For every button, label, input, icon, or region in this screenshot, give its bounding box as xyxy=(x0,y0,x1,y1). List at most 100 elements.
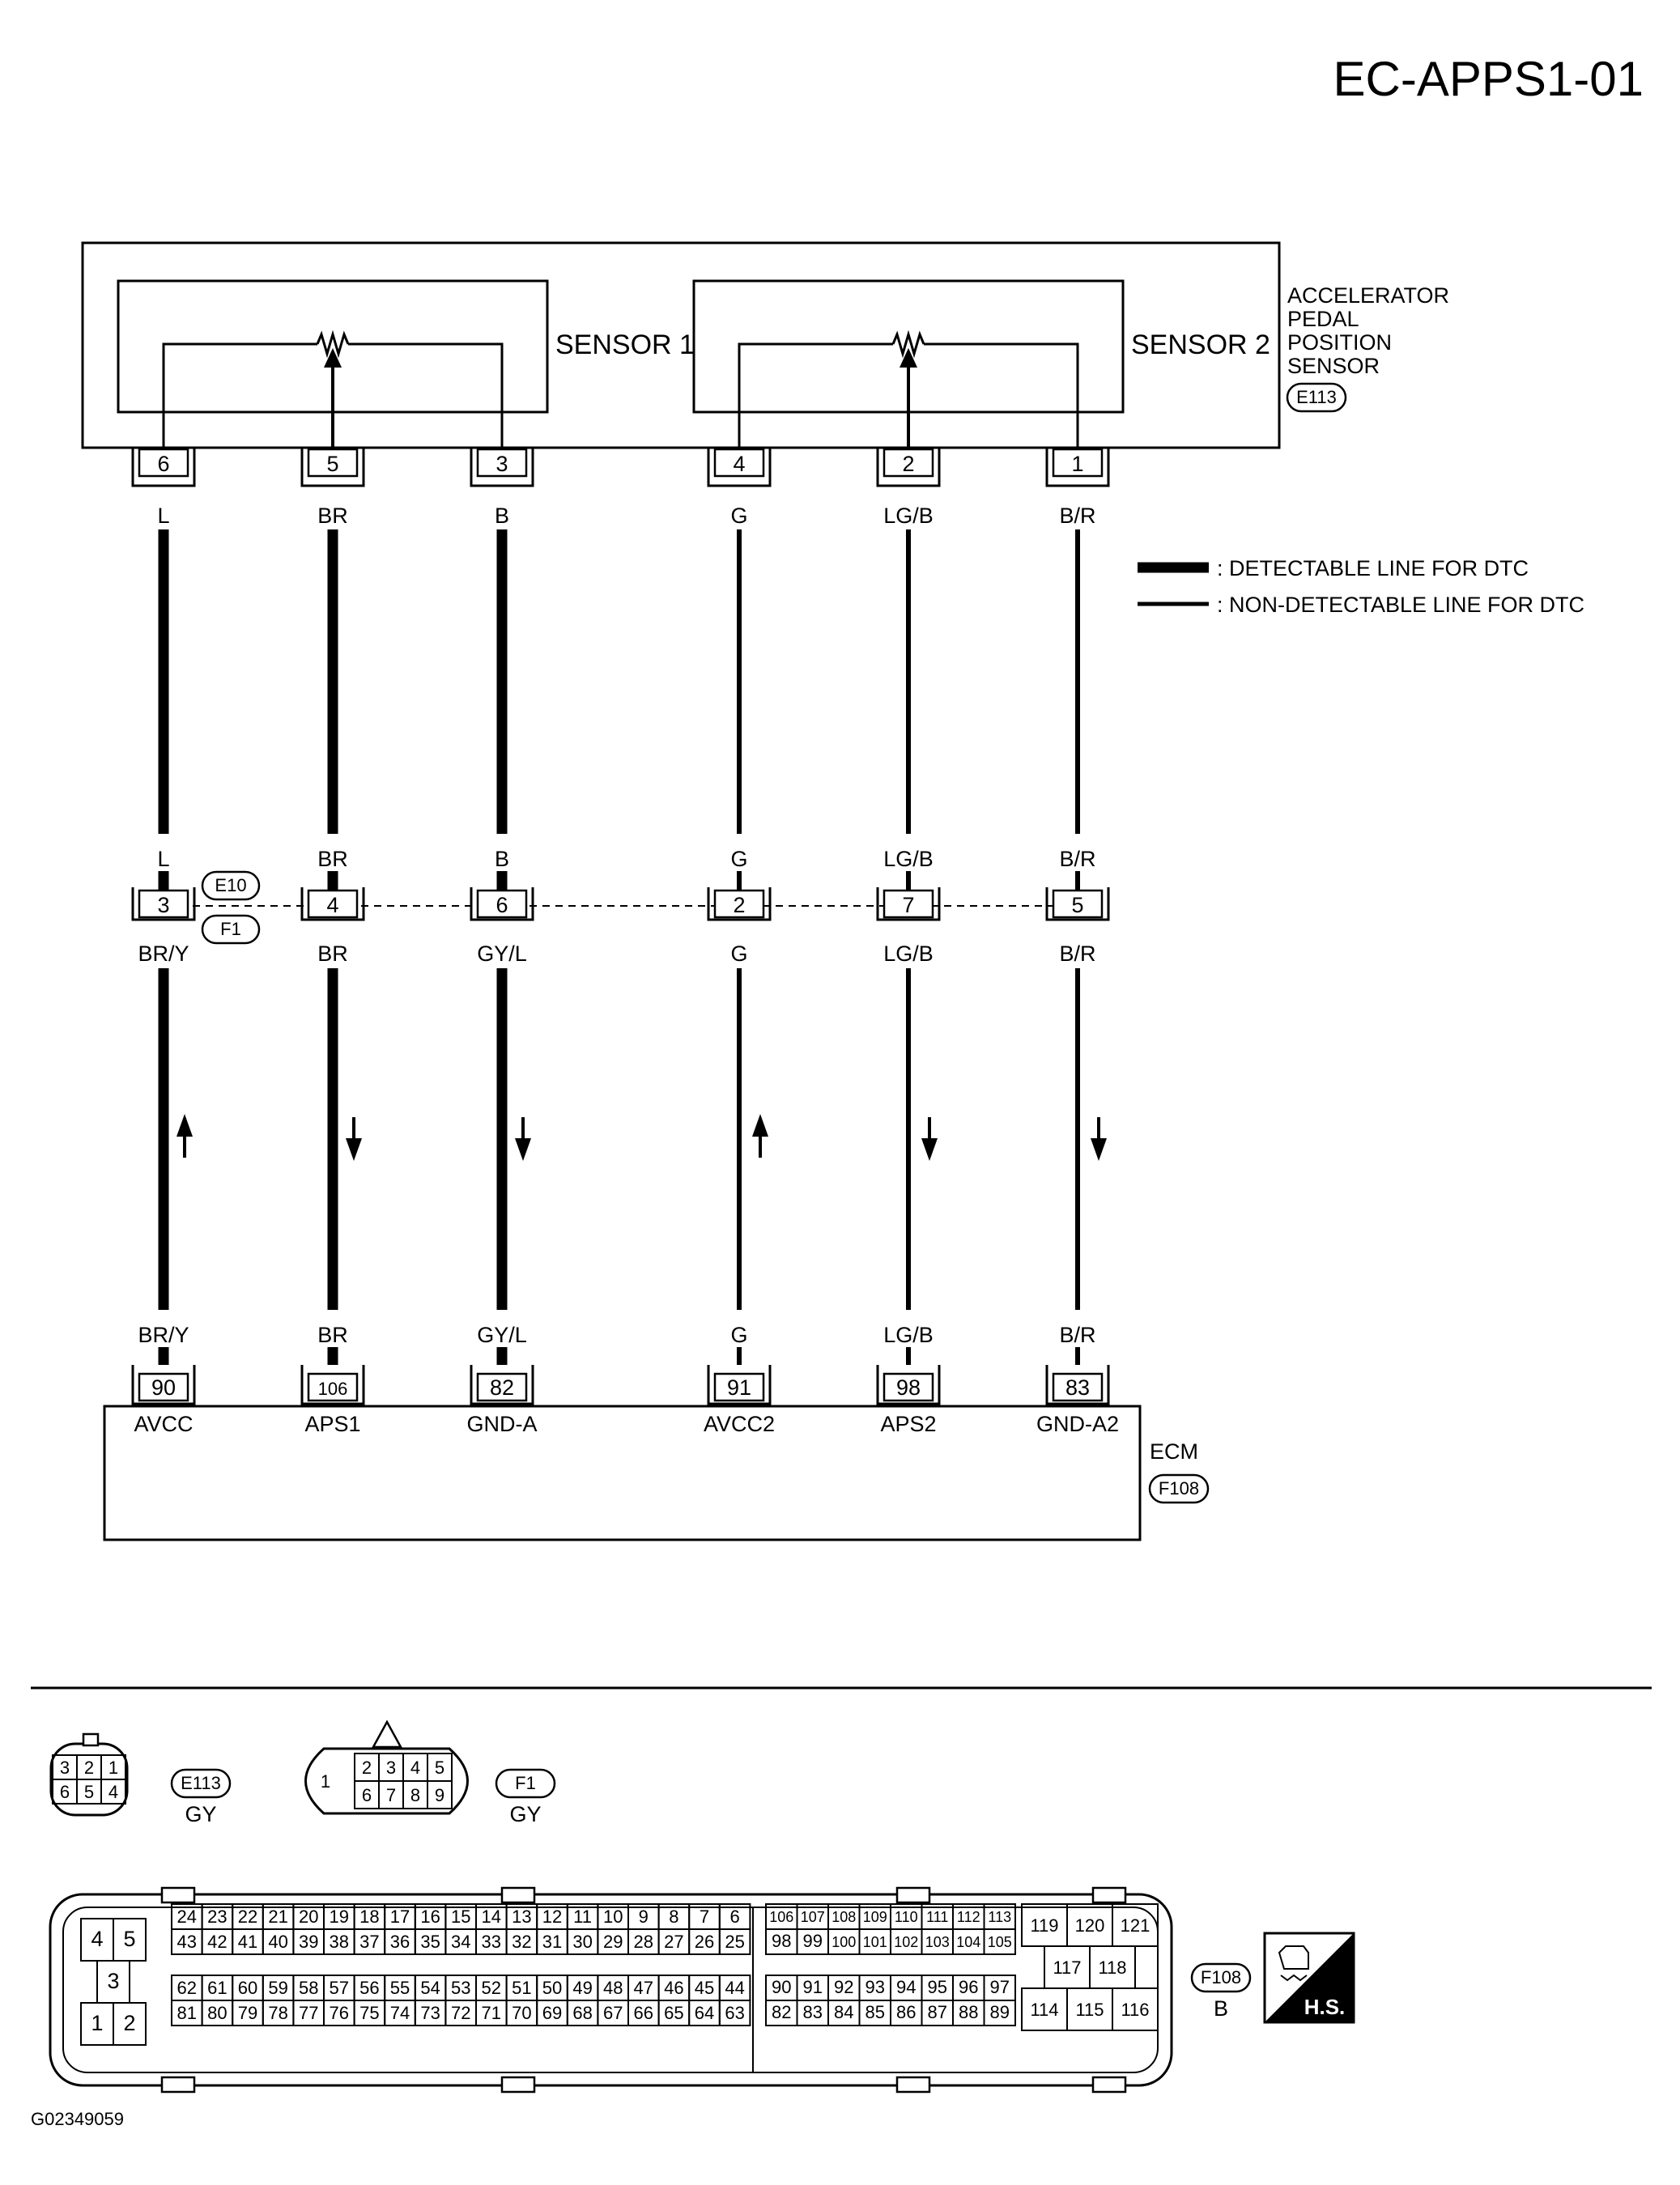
f108-pin: 104 xyxy=(956,1934,980,1950)
f1-pin: 3 xyxy=(386,1758,396,1778)
joint-pin-box xyxy=(307,889,359,919)
joint-pin-number: 2 xyxy=(733,893,745,917)
f108-pin: 20 xyxy=(299,1907,318,1927)
sensor-wire-color: BR xyxy=(317,504,348,528)
ecm-connector-code: F108 xyxy=(1159,1478,1199,1498)
f108-pin: 48 xyxy=(603,1978,623,1998)
f108-pin: 37 xyxy=(359,1932,379,1952)
ecm-terminal-name: AVCC2 xyxy=(704,1412,775,1436)
f108-pin: 30 xyxy=(572,1932,592,1952)
f108-pin: 28 xyxy=(634,1932,653,1952)
f108-pin: 68 xyxy=(572,2003,592,2023)
f108-pin: 54 xyxy=(420,1978,440,1998)
joint-lower-wire-color: BR/Y xyxy=(138,942,189,966)
joint-pin-bracket xyxy=(131,887,196,921)
f108-pin: 39 xyxy=(299,1932,318,1952)
ecm-terminal-name: APS2 xyxy=(880,1412,936,1436)
f108-pin: 79 xyxy=(238,2003,257,2023)
f108-pin: 1 xyxy=(91,2011,103,2035)
ecm-pin-bracket xyxy=(876,1365,941,1405)
f108-pin: 94 xyxy=(896,1977,916,1997)
f108-pin: 60 xyxy=(238,1978,257,1998)
f108-pin: 38 xyxy=(330,1932,349,1952)
f108-pin: 75 xyxy=(359,2003,379,2023)
f108-pin: 26 xyxy=(695,1932,714,1952)
f1-pin-cell xyxy=(427,1780,453,1809)
f108-pin: 3 xyxy=(107,1969,119,1993)
e113-view-code: E113 xyxy=(181,1773,221,1793)
joint-pin-box xyxy=(1052,889,1104,919)
ecm-pin-bracket xyxy=(131,1365,196,1405)
f108-pin: 23 xyxy=(207,1907,227,1927)
sensor-wire-color: B xyxy=(495,504,509,528)
joint-pin-bracket xyxy=(1045,887,1110,921)
f108-view-badge xyxy=(1190,1962,1252,1993)
f108-pin: 41 xyxy=(238,1932,257,1952)
f108-pin: 106 xyxy=(769,1909,793,1925)
f108-pin: 101 xyxy=(863,1934,887,1950)
sensor-pin-box xyxy=(1052,448,1104,478)
f108-pin: 7 xyxy=(700,1907,709,1927)
signal-arrow-down xyxy=(1091,1138,1107,1161)
f108-pin: 18 xyxy=(359,1907,379,1927)
f108-latch-tab xyxy=(895,2076,931,2094)
f108-pin: 100 xyxy=(831,1934,856,1950)
e113-pin: 1 xyxy=(108,1758,118,1778)
f108-pin: 117 xyxy=(1053,1958,1081,1978)
sensor-housing xyxy=(81,241,1281,449)
sensor-pin-box xyxy=(476,448,528,478)
f108-view-code: F108 xyxy=(1201,1967,1241,1987)
ecm-label: ECM xyxy=(1150,1439,1198,1464)
e113-pin: 6 xyxy=(60,1782,70,1802)
joint-pin-box xyxy=(713,889,765,919)
f108-pin: 56 xyxy=(359,1978,379,1998)
sensor1-potentiometer xyxy=(162,329,504,470)
f108-pin: 22 xyxy=(238,1907,257,1927)
f1-pin: 8 xyxy=(410,1785,420,1805)
f108-pin: 57 xyxy=(330,1978,349,1998)
ecm-pin-box xyxy=(307,1372,359,1402)
f108-pin-cell xyxy=(718,1928,751,1955)
sensor-wire-color: L xyxy=(157,504,169,528)
joint-upper-wire-color: B/R xyxy=(1059,847,1095,871)
f108-pin: 33 xyxy=(482,1932,501,1952)
joint-upper-wire-color: B xyxy=(495,847,509,871)
joint-pin-number: 5 xyxy=(1071,893,1083,917)
f108-pin: 13 xyxy=(512,1907,531,1927)
f108-pin: 102 xyxy=(894,1934,918,1950)
joint-connector-f1-code: F1 xyxy=(220,919,241,939)
sensor-pin-bracket xyxy=(470,448,534,487)
joint-pin-box xyxy=(883,889,934,919)
f108-pin: 85 xyxy=(866,2002,885,2022)
f108-pin: 40 xyxy=(268,1932,287,1952)
f108-pin: 103 xyxy=(925,1934,950,1950)
f108-pin: 32 xyxy=(512,1932,531,1952)
joint-upper-wire-color: G xyxy=(730,847,747,871)
f108-pin: 5 xyxy=(123,1927,135,1951)
f108-pin: 44 xyxy=(725,1978,744,1998)
f108-pin: 73 xyxy=(420,2003,440,2023)
signal-arrow-up xyxy=(752,1114,768,1137)
f1-view-color: GY xyxy=(509,1802,541,1826)
f108-pin: 91 xyxy=(803,1977,823,1997)
f108-pin: 12 xyxy=(542,1907,562,1927)
joint-lower-wire-color: GY/L xyxy=(477,942,527,966)
joint-pin-number: 7 xyxy=(902,893,914,917)
f108-pin: 97 xyxy=(990,1977,1010,1997)
ecm-pin-number: 90 xyxy=(151,1375,176,1400)
f108-pin: 118 xyxy=(1098,1958,1126,1978)
f108-pin: 82 xyxy=(772,2002,791,2022)
f1-pin: 9 xyxy=(435,1785,444,1805)
f1-pin: 2 xyxy=(362,1758,372,1778)
f108-pin: 46 xyxy=(664,1978,683,1998)
f108-pin: 83 xyxy=(803,2002,823,2022)
ecm-terminal-name: AVCC xyxy=(134,1412,193,1436)
f108-pin: 24 xyxy=(177,1907,197,1927)
f108-pin-cell xyxy=(983,1928,1016,1955)
f108-pin: 108 xyxy=(831,1909,856,1925)
ecm-terminal-name: GND-A2 xyxy=(1036,1412,1119,1436)
